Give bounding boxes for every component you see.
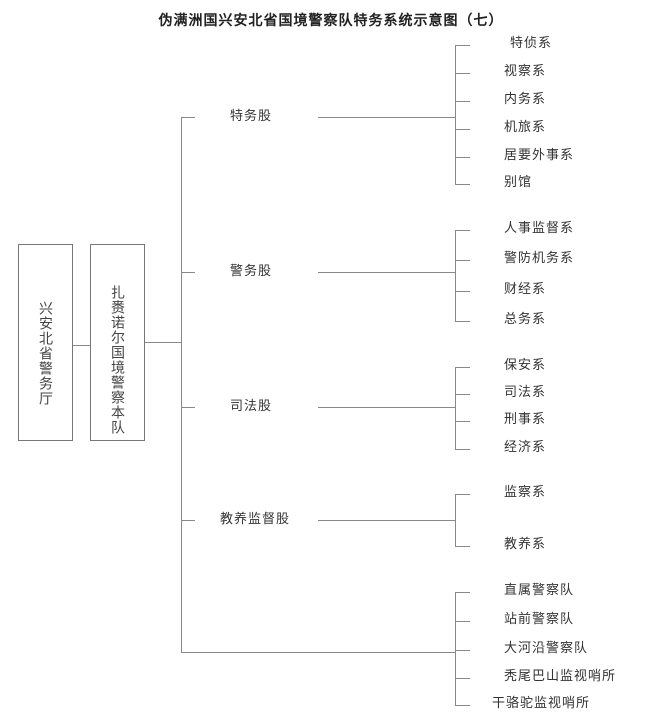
- item-tick: [455, 678, 470, 679]
- section-label: 特务股: [230, 109, 273, 124]
- branch-line: [181, 407, 195, 408]
- item-label: 特侦系: [510, 36, 553, 51]
- item-label: 经济系: [504, 440, 547, 455]
- item-label: 别馆: [504, 175, 533, 190]
- item-tick: [455, 129, 470, 130]
- item-label: 居要外事系: [504, 148, 575, 163]
- item-tick: [455, 621, 470, 622]
- diagram-title: 伪满洲国兴安北省国境警察队特务系统示意图（七）: [158, 13, 504, 29]
- item-tick: [455, 73, 470, 74]
- bracket-line: [455, 494, 456, 547]
- connector: [145, 342, 181, 343]
- item-tick: [455, 101, 470, 102]
- item-label: 监察系: [504, 485, 547, 500]
- item-tick: [455, 546, 470, 547]
- item-tick: [455, 650, 470, 651]
- item-label: 警防机务系: [504, 251, 575, 266]
- branch-line: [318, 520, 455, 521]
- item-label: 司法系: [504, 385, 547, 400]
- branch-line: [181, 272, 195, 273]
- item-tick: [455, 157, 470, 158]
- bracket-line: [455, 230, 456, 322]
- level2-label: 扎赉诺尔国境警察本队: [109, 285, 125, 435]
- branch-line: [318, 272, 455, 273]
- item-label: 总务系: [504, 312, 547, 327]
- item-label: 教养系: [504, 537, 547, 552]
- item-label: 直属警察队: [504, 583, 575, 598]
- item-label: 秃尾巴山监视哨所: [504, 669, 617, 684]
- item-label: 刑事系: [504, 412, 547, 427]
- item-label: 保安系: [504, 358, 547, 373]
- branch-line: [181, 520, 195, 521]
- item-tick: [455, 321, 470, 322]
- item-tick: [455, 45, 470, 46]
- connector: [73, 345, 90, 346]
- root-label: 兴安北省警务厅: [37, 301, 53, 406]
- item-label: 大河沿警察队: [504, 641, 589, 656]
- item-tick: [455, 494, 470, 495]
- level2-box: 扎赉诺尔国境警察本队: [90, 244, 145, 441]
- item-tick: [455, 184, 470, 185]
- section-label: 警务股: [230, 264, 273, 279]
- item-tick: [455, 705, 470, 706]
- item-tick: [455, 260, 470, 261]
- item-tick: [455, 367, 470, 368]
- item-tick: [455, 592, 470, 593]
- item-tick: [455, 230, 470, 231]
- item-label: 视察系: [504, 64, 547, 79]
- item-label: 站前警察队: [504, 612, 575, 627]
- section-label: 教养监督股: [220, 512, 291, 527]
- branch-line: [318, 117, 455, 118]
- root-box: 兴安北省警务厅: [18, 244, 73, 441]
- section-label: 司法股: [230, 399, 273, 414]
- bracket-line: [455, 45, 456, 185]
- item-tick: [455, 291, 470, 292]
- branch-line: [181, 117, 195, 118]
- item-tick: [455, 449, 470, 450]
- item-label: 干骆驼监视哨所: [492, 696, 591, 711]
- branch-line: [181, 652, 455, 653]
- bracket-line: [455, 592, 456, 706]
- item-label: 内务系: [504, 92, 547, 107]
- item-label: 人事监督系: [504, 221, 575, 236]
- branch-line: [318, 407, 455, 408]
- item-label: 机旅系: [504, 120, 547, 135]
- item-tick: [455, 421, 470, 422]
- bracket-line: [455, 367, 456, 450]
- item-label: 财经系: [504, 282, 547, 297]
- trunk-line: [181, 117, 182, 653]
- item-tick: [455, 394, 470, 395]
